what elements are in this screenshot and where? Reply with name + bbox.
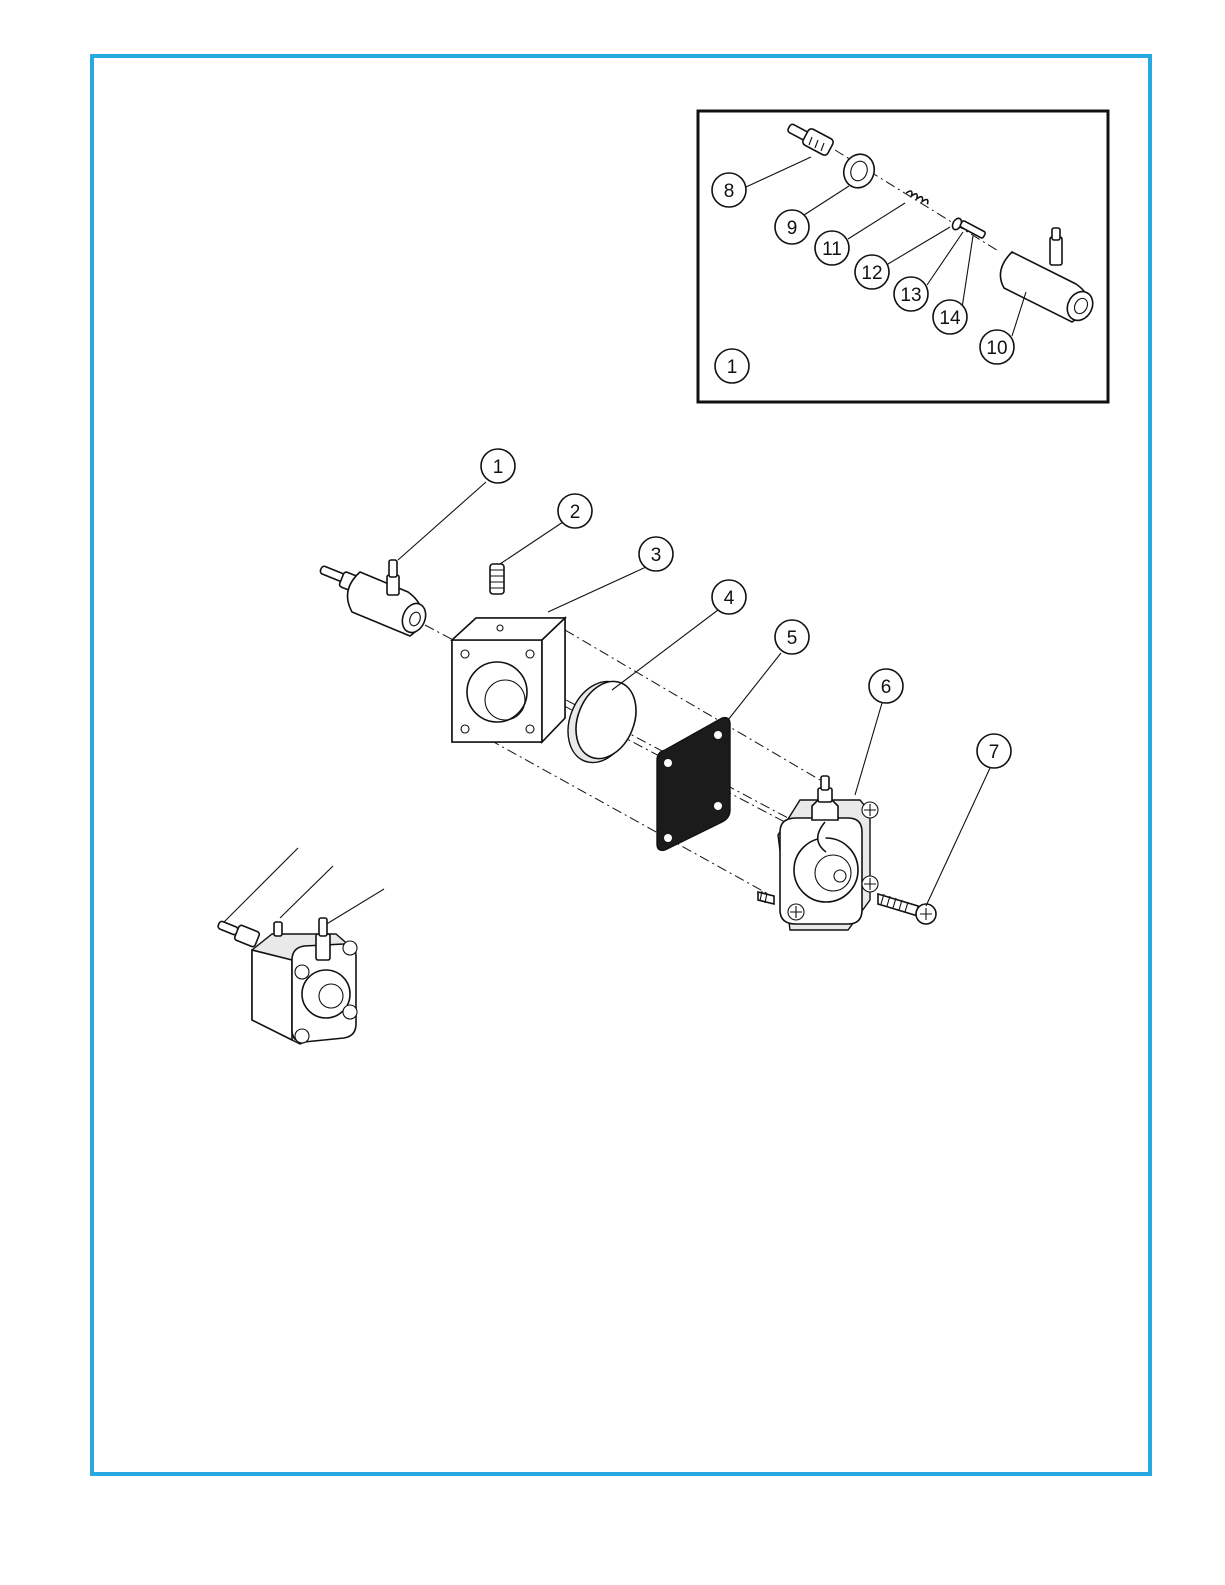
- svg-text:13: 13: [900, 285, 921, 306]
- exploded-view: 1 2 3 4 5 6 7: [319, 449, 1011, 930]
- inset-frame: [698, 111, 1108, 402]
- svg-text:1: 1: [493, 457, 504, 478]
- callout-7: 7: [977, 734, 1011, 768]
- inset-callout-11: 11: [815, 231, 849, 265]
- inset-callout-10: 10: [980, 330, 1014, 364]
- svg-text:10: 10: [986, 338, 1007, 359]
- inset-callout-8: 8: [712, 173, 746, 207]
- inset-callout-12: 12: [855, 255, 889, 289]
- svg-text:14: 14: [939, 308, 961, 329]
- svg-text:4: 4: [724, 588, 735, 609]
- part-pump-body: [452, 618, 565, 742]
- part-valve-assembly: [319, 560, 429, 636]
- part-diaphragm: [556, 672, 646, 772]
- svg-text:1: 1: [727, 357, 738, 378]
- svg-text:11: 11: [822, 239, 842, 260]
- svg-text:5: 5: [787, 628, 798, 649]
- inset-callout-14: 14: [933, 300, 967, 334]
- inset-detail: 8 9 11 12 13 14 10 1: [698, 111, 1108, 402]
- svg-text:8: 8: [724, 181, 735, 202]
- callout-6: 6: [869, 669, 903, 703]
- inset-callout-13: 13: [894, 277, 928, 311]
- part-set-screw: [490, 564, 504, 594]
- callout-2: 2: [558, 494, 592, 528]
- svg-text:9: 9: [787, 218, 798, 239]
- svg-text:6: 6: [881, 677, 892, 698]
- svg-text:3: 3: [651, 545, 662, 566]
- svg-text:2: 2: [570, 502, 581, 523]
- part-gasket: [657, 718, 730, 851]
- callout-3: 3: [639, 537, 673, 571]
- assembled-view: [217, 848, 384, 1044]
- part-pump-cover: [778, 776, 878, 930]
- callout-1: 1: [481, 449, 515, 483]
- callout-4: 4: [712, 580, 746, 614]
- inset-callout-9: 9: [775, 210, 809, 244]
- svg-text:12: 12: [861, 263, 882, 284]
- inset-callout-assembly-1: 1: [715, 349, 749, 383]
- svg-text:7: 7: [989, 742, 1000, 763]
- callout-5: 5: [775, 620, 809, 654]
